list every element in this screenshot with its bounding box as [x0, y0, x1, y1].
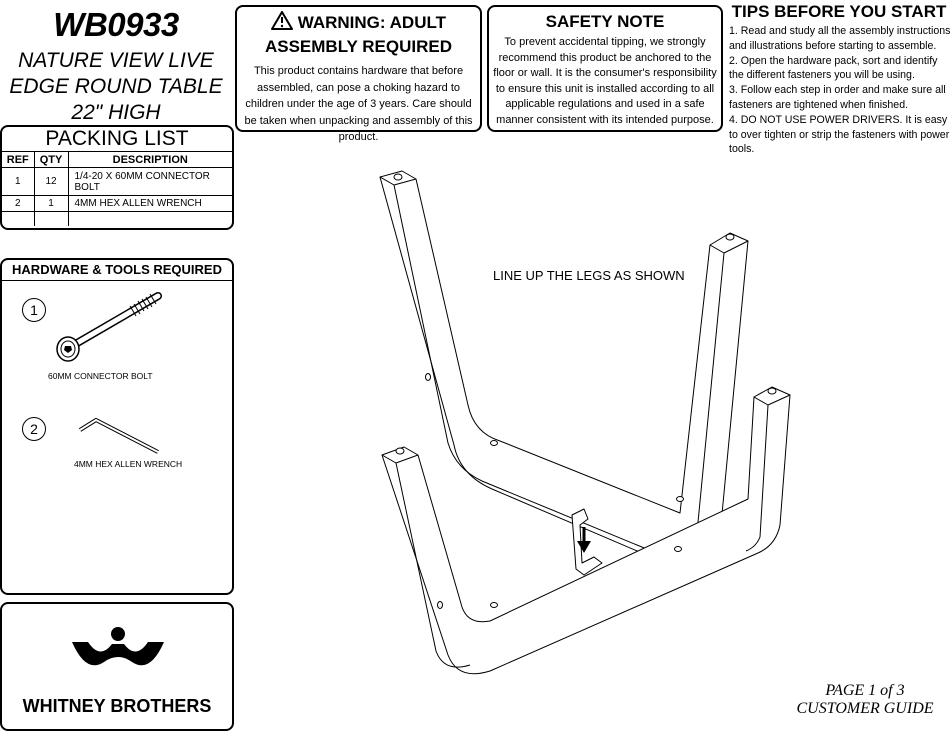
model-number: WB0933	[53, 6, 179, 43]
row-qty: 12	[34, 167, 69, 196]
table-row	[2, 211, 232, 226]
whitney-brothers-logo	[72, 627, 164, 666]
connector-bolt-icon	[56, 292, 162, 362]
packing-list-table: REF QTY DESCRIPTION 1 12 1/4-20 X 60MM C…	[2, 152, 232, 226]
assembly-instruction: LINE UP THE LEGS AS SHOWN	[493, 268, 685, 283]
row-description: 4MM HEX ALLEN WRENCH	[68, 195, 232, 212]
warning-triangle-icon	[271, 11, 293, 30]
hardware-panel: HARDWARE & TOOLS REQUIRED 1 60MM CONNECT…	[0, 258, 234, 595]
list-item: 2. Open the hardware pack, sort and iden…	[729, 54, 938, 82]
safety-panel: SAFETY NOTE To prevent accidental tippin…	[487, 5, 723, 132]
brand-name: WHITNEY BROTHERS	[22, 696, 212, 716]
hardware-title: HARDWARE & TOOLS REQUIRED	[2, 260, 232, 281]
row-qty: 1	[34, 195, 69, 212]
page-line-1: PAGE 1 of 3	[825, 682, 905, 699]
row-ref	[2, 211, 35, 226]
table-row: 1 12 1/4-20 X 60MM CONNECTOR BOLT	[2, 167, 232, 196]
table-row: 2 1 4MM HEX ALLEN WRENCH	[2, 195, 232, 212]
list-item: 3. Follow each step in order and make su…	[729, 84, 946, 111]
warning-title-line1: WARNING: ADULT	[297, 13, 446, 32]
safety-title: SAFETY NOTE	[545, 12, 665, 31]
page-line-2: CUSTOMER GUIDE	[796, 700, 934, 717]
item-number-1: 1	[22, 298, 46, 322]
warning-body: This product contains hardware that befo…	[244, 65, 473, 143]
safety-body: To prevent accidental tipping, we strong…	[493, 36, 717, 126]
packing-list: PACKING LIST REF QTY DESCRIPTION 1 12 1/…	[0, 125, 234, 230]
list-item: 1. Read and study all the assembly instr…	[729, 25, 950, 52]
page-number: PAGE 1 of 3 CUSTOMER GUIDE	[790, 682, 940, 718]
tips-list: 1. Read and study all the assembly instr…	[729, 24, 950, 157]
row-ref: 1	[2, 167, 35, 196]
row-qty	[34, 211, 69, 226]
brand-panel: WHITNEY BROTHERS	[0, 602, 234, 731]
item-number-2: 2	[22, 417, 46, 441]
hex-allen-wrench-icon	[78, 418, 159, 454]
back-leg	[379, 170, 749, 566]
header-qty: QTY	[34, 152, 69, 168]
warning-title-line2: ASSEMBLY REQUIRED	[264, 37, 453, 56]
list-item: 4. DO NOT USE POWER DRIVERS. It is easy …	[729, 113, 950, 156]
header-description: DESCRIPTION	[68, 152, 232, 168]
front-leg	[381, 386, 791, 675]
header-ref: REF	[2, 152, 35, 168]
wrench-label: 4MM HEX ALLEN WRENCH	[74, 459, 183, 469]
down-arrow-icon	[577, 527, 591, 553]
row-description	[68, 211, 232, 226]
packing-list-header-row: REF QTY DESCRIPTION	[2, 152, 232, 168]
product-name: NATURE VIEW LIVE EDGE ROUND TABLE 22" HI…	[9, 49, 223, 124]
row-description: 1/4-20 X 60MM CONNECTOR BOLT	[68, 167, 232, 196]
row-ref: 2	[2, 195, 35, 212]
tips-title: TIPS BEFORE YOU START	[731, 2, 947, 21]
table-legs-diagram	[379, 170, 791, 675]
packing-list-title: PACKING LIST	[2, 127, 232, 152]
bolt-label: 60MM CONNECTOR BOLT	[48, 371, 153, 381]
warning-panel: WARNING: ADULT ASSEMBLY REQUIRED This pr…	[235, 5, 482, 143]
